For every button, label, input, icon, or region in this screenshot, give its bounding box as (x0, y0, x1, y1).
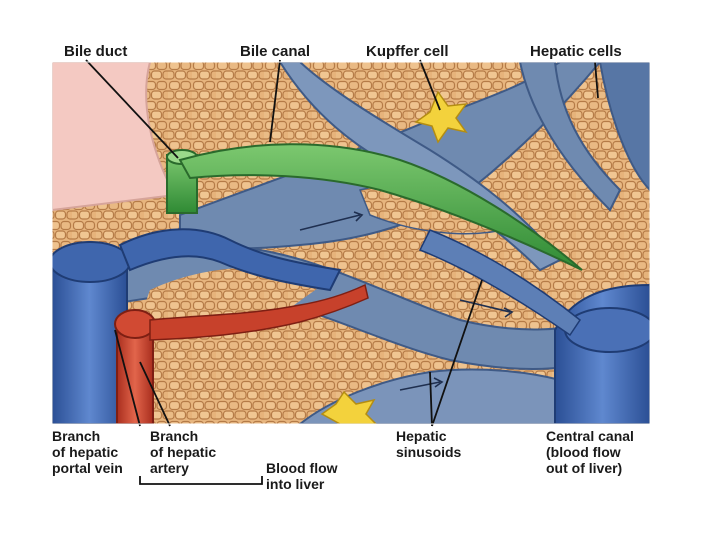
hepatic-sinusoids-label: Hepatic sinusoids (396, 428, 461, 460)
central-canal-label: Central canal (blood flow out of liver) (546, 428, 650, 476)
kupffer-cell-label: Kupffer cell (366, 44, 449, 60)
portal-vein (52, 270, 127, 424)
hepatic-cells-label: Hepatic cells (530, 44, 650, 60)
hepatic-artery-label: Branch of hepatic artery (150, 428, 216, 476)
bile-canal-label: Bile canal (240, 44, 310, 60)
bile-duct-label: Bile duct (64, 44, 127, 60)
blood-flow-in-label: Blood flow into liver (266, 460, 338, 492)
portal-vein-label: Branch of hepatic portal vein (52, 428, 142, 476)
